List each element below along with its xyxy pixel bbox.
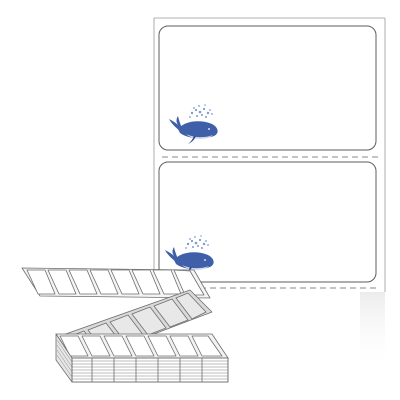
label-liner (153, 17, 386, 292)
fanfold-stack (21, 267, 229, 383)
sheet-reflection (360, 292, 385, 372)
label-2 (158, 161, 377, 283)
label-1 (158, 25, 377, 151)
fanfold-top-strip (21, 267, 211, 299)
fanfold-stack-block (55, 333, 229, 383)
